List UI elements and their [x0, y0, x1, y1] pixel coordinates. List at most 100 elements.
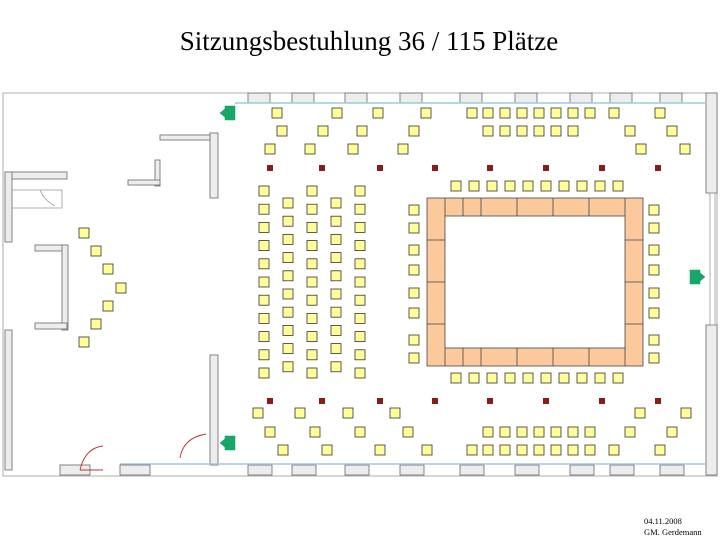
- pillar-bottom: [319, 398, 325, 404]
- pillar-top: [487, 165, 493, 171]
- chair-top-row1: [331, 107, 343, 119]
- chair-table-bottom: [558, 372, 570, 384]
- pillar-bottom: [655, 398, 661, 404]
- chair-left-arc: [78, 227, 90, 239]
- partition-top-h: [159, 134, 211, 141]
- chair-audience: [306, 312, 318, 324]
- top-wall: [235, 92, 705, 104]
- chair-bottom-row2: [264, 426, 276, 438]
- chair-table-top: [576, 180, 588, 192]
- chair-bottom-row3: [482, 444, 494, 456]
- chair-audience: [258, 185, 270, 197]
- chair-audience: [306, 294, 318, 306]
- chair-bottom-row3: [608, 444, 620, 456]
- chair-bottom-row2: [309, 426, 321, 438]
- chair-audience: [306, 349, 318, 361]
- bottom-wall-pillar: [514, 464, 540, 476]
- chair-audience: [354, 185, 366, 197]
- chair-audience: [330, 306, 342, 318]
- chair-table-left: [408, 244, 420, 256]
- bottom-wall-pillar: [291, 464, 317, 476]
- chair-audience: [258, 331, 270, 343]
- left-counter-side: [61, 244, 69, 331]
- chair-audience: [330, 270, 342, 282]
- chair-audience: [258, 203, 270, 215]
- chairs: [78, 107, 692, 456]
- chair-audience: [258, 240, 270, 252]
- top-wall-pillar: [247, 92, 271, 104]
- emergency-exit-bottom-arrow-icon: [219, 437, 227, 449]
- chair-top-row2: [276, 125, 288, 137]
- chair-left-arc: [78, 336, 90, 348]
- chair-top-row2: [516, 125, 528, 137]
- chair-audience: [330, 361, 342, 373]
- chair-audience: [306, 276, 318, 288]
- top-wall-pillar: [514, 92, 538, 104]
- chair-audience: [306, 258, 318, 270]
- chair-bottom-row3: [277, 444, 289, 456]
- conference-table: [426, 197, 644, 367]
- chair-top-row3: [264, 143, 276, 155]
- chair-audience: [258, 367, 270, 379]
- chair-table-top: [612, 180, 624, 192]
- room-walls: [2, 92, 718, 477]
- chair-top-row1: [482, 107, 494, 119]
- chair-table-right: [648, 204, 660, 216]
- right-wall-window: [709, 192, 716, 326]
- chair-audience: [354, 276, 366, 288]
- chair-bottom-row3: [374, 444, 386, 456]
- chair-audience: [306, 240, 318, 252]
- chair-top-row1: [584, 107, 596, 119]
- chair-audience: [258, 349, 270, 361]
- chair-audience: [306, 367, 318, 379]
- pillar-bottom: [432, 398, 438, 404]
- chair-bottom-row1: [252, 407, 264, 419]
- chair-table-left: [408, 287, 420, 299]
- chair-table-left: [408, 222, 420, 234]
- chair-audience: [354, 203, 366, 215]
- chair-audience: [282, 197, 294, 209]
- top-wall-pillar: [399, 92, 423, 104]
- table-center: [444, 215, 626, 349]
- pillar-top: [319, 165, 325, 171]
- chair-audience: [354, 294, 366, 306]
- chair-top-row3: [304, 143, 316, 155]
- chair-table-left: [408, 204, 420, 216]
- pillar-top: [655, 165, 661, 171]
- chair-audience: [330, 343, 342, 355]
- left-wall-top: [4, 171, 68, 180]
- chair-bottom-row3: [654, 444, 666, 456]
- partition-stub-h: [127, 179, 161, 186]
- chair-top-row2: [499, 125, 511, 137]
- pillar-bottom: [599, 398, 605, 404]
- bottom-wall: [59, 463, 705, 476]
- chair-bottom-row1: [294, 407, 306, 419]
- chair-audience: [330, 215, 342, 227]
- partition-stub: [154, 159, 161, 187]
- chair-table-left: [408, 307, 420, 319]
- chair-bottom-row2: [354, 426, 366, 438]
- top-wall-pillar: [609, 92, 633, 104]
- chair-top-row2: [482, 125, 494, 137]
- chair-top-row1: [550, 107, 562, 119]
- pillars: [267, 165, 661, 404]
- chair-table-bottom: [612, 372, 624, 384]
- chair-table-right: [648, 307, 660, 319]
- chair-audience: [258, 276, 270, 288]
- chair-audience: [282, 288, 294, 300]
- chair-audience: [282, 233, 294, 245]
- chair-table-top: [540, 180, 552, 192]
- chair-top-row2: [550, 125, 562, 137]
- chair-table-bottom: [522, 372, 534, 384]
- chair-left-arc: [102, 300, 114, 312]
- chair-bottom-row3: [466, 444, 478, 456]
- chair-top-row1: [499, 107, 511, 119]
- chair-table-top: [486, 180, 498, 192]
- emergency-exit-right: [689, 269, 701, 285]
- door-partition: [179, 433, 207, 459]
- chair-bottom-row2: [516, 426, 528, 438]
- chair-table-top: [558, 180, 570, 192]
- chair-table-left: [408, 352, 420, 364]
- chair-audience: [354, 349, 366, 361]
- chair-left-arc: [90, 245, 102, 257]
